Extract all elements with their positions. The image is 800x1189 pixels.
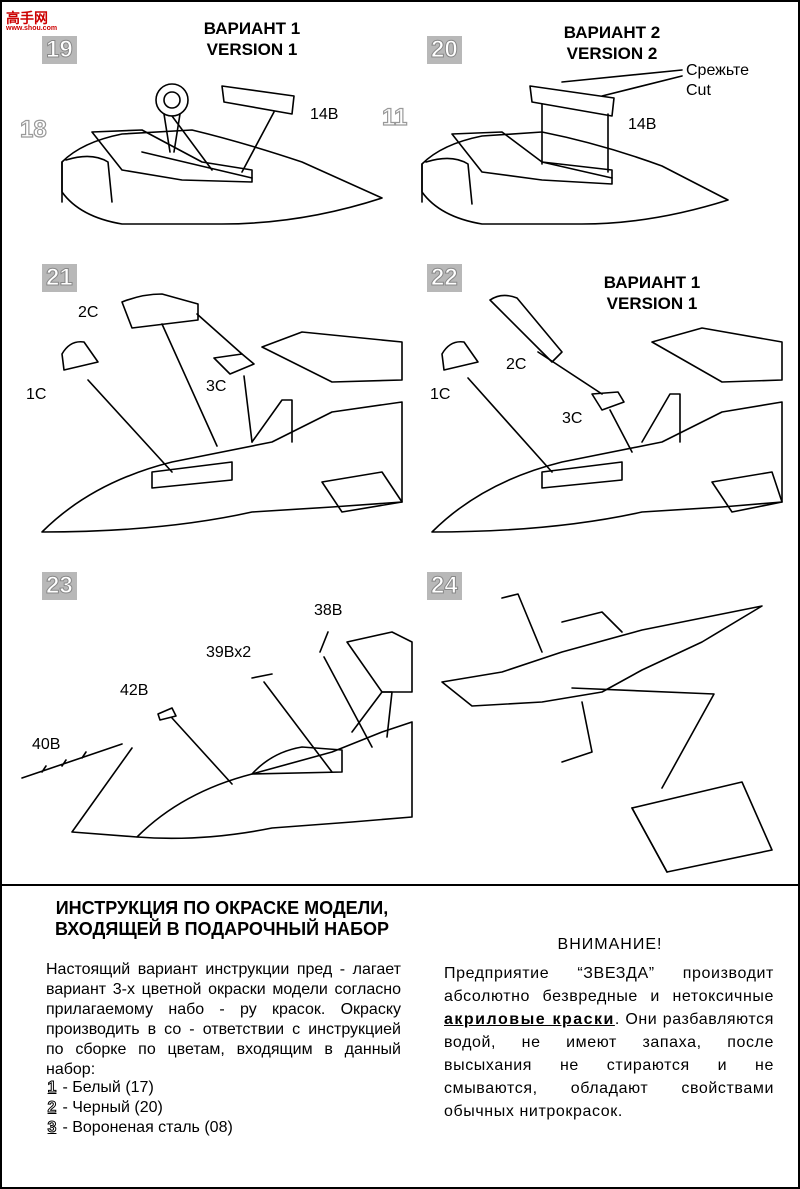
step-number-24: 24 [427,572,462,600]
part-label-14v: 14В [310,106,339,123]
painting-text: Настоящий вариант инструкции пред - лага… [46,961,401,1078]
color-item: 2 - Черный (20) [46,1098,163,1118]
part-label-2c: 2С [78,304,99,321]
part-label-39v: 39Вх2 [206,644,252,661]
watermark-text: 高手网 [6,10,48,26]
painting-title: ИНСТРУКЦИЯ ПО ОКРАСКЕ МОДЕЛИ, ВХОДЯЩЕЙ В… [54,898,390,939]
step24-aircraft-stand-drawing [441,593,773,873]
step19-variant-ru: ВАРИАНТ 1 [203,19,301,38]
assembly-drawings [21,69,783,873]
previous-step-18: 18 [19,115,47,143]
color-number-1: 1 [47,1079,57,1097]
part-label-40v: 40В [32,736,61,753]
part-label-2c: 2С [506,356,527,373]
cut-label-ru: Срежьте [686,62,750,79]
warning-title: ВНИМАНИЕ! [557,936,663,953]
step19-variant-en: VERSION 1 [206,40,298,59]
part-label-1c: 1С [26,386,47,403]
step20-variant-ru: ВАРИАНТ 2 [563,23,661,42]
step22-variant-ru: ВАРИАНТ 1 [603,273,701,292]
step22-variant-en: VERSION 1 [606,294,698,313]
color-item: 1 - Белый (17) [46,1078,154,1098]
step20-fuselage-drawing [421,69,729,225]
step22-aircraft-drawing [431,294,783,533]
step21-aircraft-drawing [41,293,403,533]
watermark-url: www.shou.com [6,25,58,32]
step-number-19: 19 [42,36,77,64]
color-label-3: - Вороненая сталь (08) [62,1119,233,1136]
color-label-2: - Черный (20) [62,1099,163,1116]
step20-header: ВАРИАНТ 2 VERSION 2 [542,22,682,64]
part-label-3c: 3С [562,410,583,427]
warning-text-before: Предприятие “ЗВЕЗДА” производит абсолютн… [444,965,774,1005]
warning-text: Предприятие “ЗВЕЗДА” производит абсолютн… [444,962,774,1123]
color-number-2: 2 [47,1099,57,1117]
previous-step-11: 11 [381,103,408,131]
color-number-3: 3 [47,1119,57,1137]
part-label-14v: 14В [628,116,657,133]
part-label-1c: 1С [430,386,451,403]
step22-header: ВАРИАНТ 1 VERSION 1 [582,272,722,314]
cut-label-en: Cut [686,82,711,99]
step23-aircraft-drawing [21,631,413,840]
warning-bold-text: акриловые краски [444,1011,615,1028]
step19-header: ВАРИАНТ 1 VERSION 1 [182,18,322,60]
color-item: 3 - Вороненая сталь (08) [46,1118,233,1138]
step-number-21: 21 [42,264,77,292]
step20-variant-en: VERSION 2 [566,44,658,63]
color-label-1: - Белый (17) [62,1079,154,1096]
step-number-23: 23 [42,572,77,600]
part-label-38v: 38В [314,602,343,619]
section-divider [2,884,800,886]
part-label-3c: 3С [206,378,227,395]
step-number-20: 20 [427,36,462,64]
watermark-logo: 高手网 www.shou.com [6,8,57,32]
warning-text-after: . Они разбавляются водой, не имеют запах… [444,1011,775,1120]
step-number-22: 22 [427,264,462,292]
part-label-42v: 42В [120,682,149,699]
step19-fuselage-drawing [61,83,383,225]
